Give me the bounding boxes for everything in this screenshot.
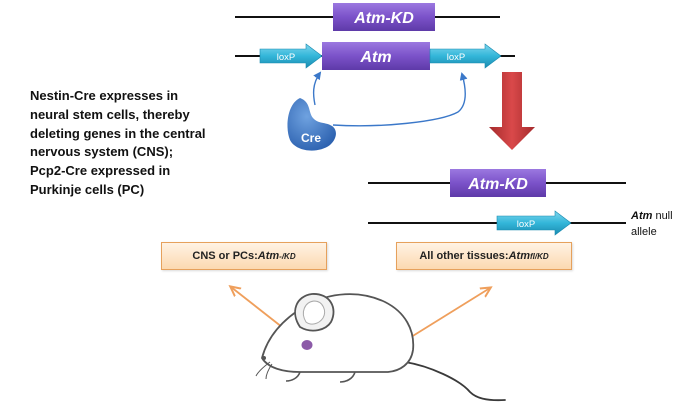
- mouse-body: [261, 293, 415, 373]
- description-line-2: neural stem cells, thereby: [30, 106, 190, 122]
- mouse-whisker-2: [265, 363, 273, 380]
- mouse-back-paw: [339, 371, 356, 383]
- other-genotype-gene: Atm: [508, 250, 530, 262]
- mouse-front-paw: [285, 371, 301, 382]
- recombination-arrow: [489, 72, 535, 150]
- null-allele-note-line-1: Atm null: [631, 210, 673, 222]
- top-loxp-left-arrow: [259, 43, 323, 69]
- mouse-inner-ear: [302, 300, 326, 325]
- cns-genotype-superscript: -/KD: [279, 251, 296, 261]
- null-allele-gene: Atm: [631, 210, 653, 222]
- top-kd-label: Atm-KD: [353, 10, 414, 27]
- description-line-4: nervous system (CNS);: [30, 144, 174, 160]
- cre-blob: [287, 98, 336, 151]
- cns-genotype-prefix: CNS or PCs:: [192, 250, 258, 262]
- bottom-kd-box: [450, 169, 546, 197]
- mouse-eye: [301, 340, 313, 350]
- bottom-loxp-arrow: [496, 210, 572, 236]
- description-line-5: Pcp2-Cre expressed in: [30, 163, 171, 179]
- cns-genotype-gene: Atm: [257, 250, 280, 262]
- top-atm-label: Atm: [359, 49, 391, 66]
- description-line-3: deleting genes in the central: [30, 125, 206, 141]
- null-allele-note-line-2: allele: [631, 226, 657, 238]
- mouse-nose: [262, 356, 266, 360]
- other-genotype-superscript: fl/KD: [529, 251, 549, 261]
- top-atm-box: [322, 42, 430, 70]
- bottom-kd-label: Atm-KD: [467, 176, 528, 193]
- top-floxed-allele: loxP Atm loxP: [235, 42, 515, 70]
- mouse-whisker-1: [255, 361, 271, 377]
- description-line-6: Purkinje cells (PC): [30, 181, 145, 197]
- null-allele-word: null: [652, 210, 673, 222]
- top-loxp-left-label: loxP: [277, 52, 295, 63]
- other-genotype-prefix: All other tissues:: [419, 250, 509, 262]
- cns-genotype-box: CNS or PCs: Atm-/KD: [161, 242, 327, 270]
- mouse-tail: [404, 361, 506, 402]
- cre-arrow-to-right-loxp: [332, 72, 468, 127]
- cre-arrow-to-left-loxp: [312, 71, 322, 106]
- bottom-null-allele: loxP: [368, 210, 626, 236]
- top-kd-box: [333, 3, 435, 31]
- red-down-arrow: [489, 72, 535, 150]
- bottom-loxp-label: loxP: [517, 219, 535, 230]
- top-kd-allele: Atm-KD: [235, 3, 500, 31]
- cre-label: Cre: [301, 131, 321, 145]
- cre-description: Nestin-Cre expresses in neural stem cell…: [30, 87, 270, 200]
- cre-recombinase: Cre: [287, 71, 468, 151]
- top-loxp-right-arrow: [429, 43, 502, 69]
- bottom-kd-allele: Atm-KD: [368, 169, 626, 197]
- mouse-illustration: [255, 293, 506, 402]
- description-line-1: Nestin-Cre expresses in: [30, 88, 179, 103]
- top-loxp-right-label: loxP: [447, 52, 465, 63]
